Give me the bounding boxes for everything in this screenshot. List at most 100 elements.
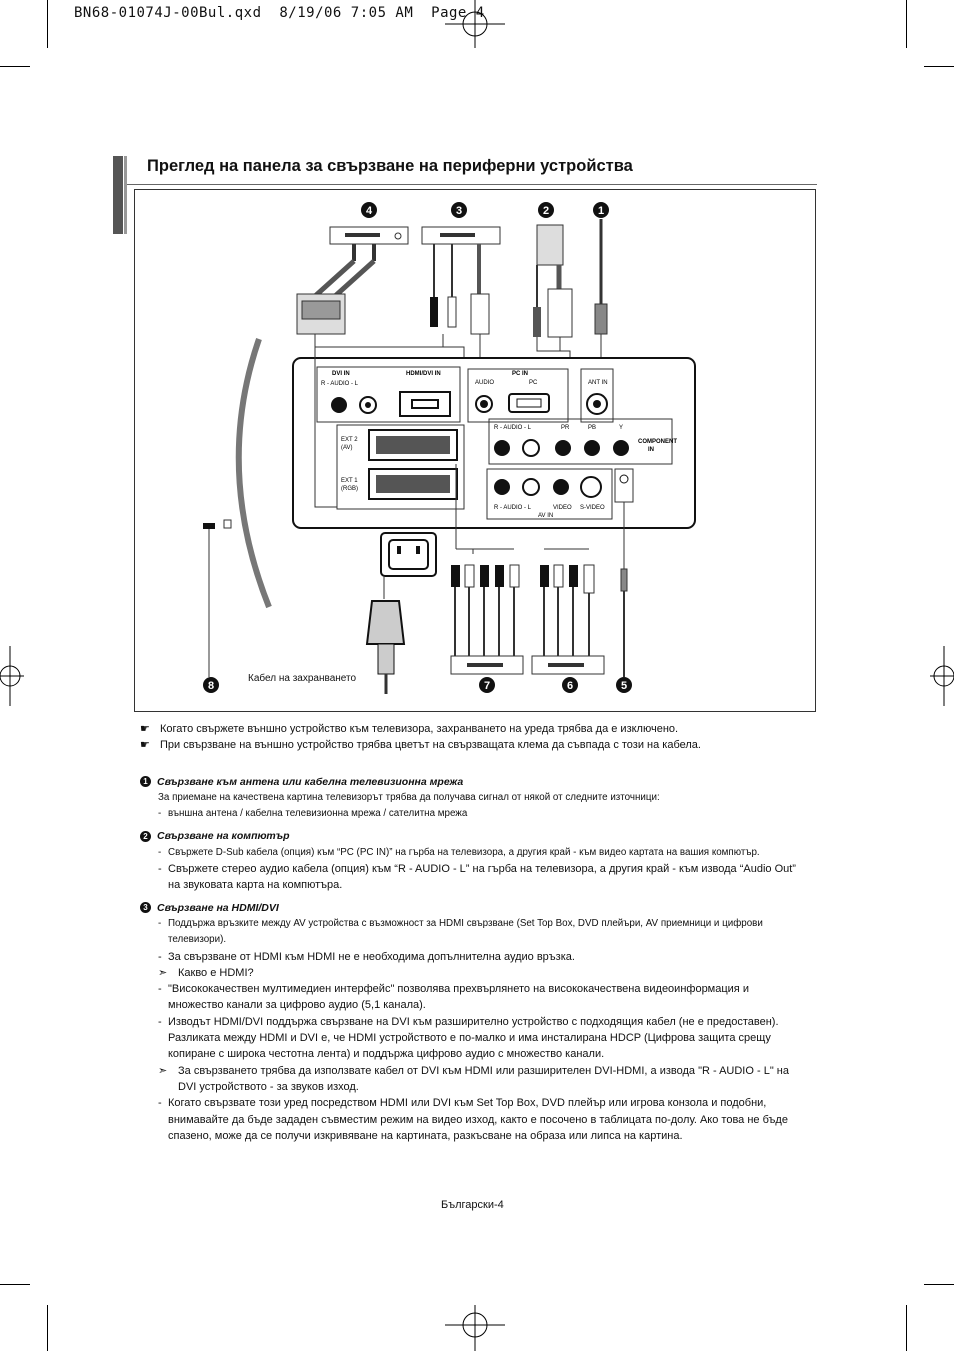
list-item-text: Свържете D-Sub кабела (опция) към “PC (P…	[168, 846, 760, 858]
svg-text:4: 4	[366, 205, 373, 217]
svg-text:EXT 1: EXT 1	[341, 478, 358, 484]
page-footer: Български-4	[441, 1199, 504, 1211]
callout-2: 2	[538, 202, 554, 218]
arrow-note: ➣ За свързването трябва да използвате каб…	[140, 1063, 800, 1096]
callout-7: 7	[479, 677, 495, 693]
svg-text:PC IN: PC IN	[512, 371, 528, 377]
instructions: ☛ Когато свържете външно устройство към …	[140, 721, 800, 1144]
note-text: Когато свържете външно устройство към те…	[160, 723, 679, 735]
pointing-hand-icon: ☛	[140, 739, 150, 752]
arrow-note-text: За свързването трябва да използвате кабе…	[178, 1064, 789, 1093]
note-text: При свързване на външно устройство трябв…	[160, 739, 701, 752]
svg-text:8: 8	[208, 680, 214, 692]
svg-text:HDMI/DVI IN: HDMI/DVI IN	[406, 371, 441, 377]
section-heading: 1 Свързване към антена или кабелна телев…	[140, 774, 800, 790]
av-cables	[531, 548, 605, 675]
arrow-icon: ➣	[158, 1064, 168, 1077]
section-text: За приемане на качествена картина телеви…	[158, 791, 660, 803]
registration-mark-right	[930, 646, 954, 706]
crop-mark	[906, 1305, 907, 1351]
list-item-text: Поддържа връзките между AV устройства с …	[168, 917, 763, 946]
section-heading: 3 Свързване на HDMI/DVI	[140, 900, 800, 916]
svg-text:DVI IN: DVI IN	[332, 371, 350, 377]
section-hdmi: 3 Свързване на HDMI/DVI -Поддържа връзки…	[140, 900, 800, 1144]
list-item: -Когато свързвате този уред посредством …	[140, 1095, 800, 1144]
note-item: ☛ При свързване на външно устройство тря…	[140, 737, 800, 753]
section-number: 1	[140, 776, 151, 788]
svg-text:Y: Y	[619, 425, 623, 431]
crop-mark	[924, 66, 954, 67]
svg-text:COMPONENT: COMPONENT	[638, 439, 677, 445]
pc-in-group: PC IN AUDIO PC	[467, 368, 569, 423]
list-item: -външна антена / кабелна телевизионна мр…	[140, 806, 800, 822]
title-accent-bar-light	[124, 156, 127, 234]
device-scart-box	[296, 226, 409, 335]
svg-text:AV IN: AV IN	[538, 513, 553, 519]
svg-text:2: 2	[543, 205, 549, 217]
svg-text:7: 7	[484, 680, 490, 692]
page-title: Преглед на панела за свързване на перифе…	[147, 157, 633, 175]
svg-text:PB: PB	[588, 425, 596, 431]
list-item-text: Когато свързвате този уред посредством H…	[168, 1097, 788, 1142]
ext-scart-group: EXT 2 (AV) EXT 1 (RGB)	[336, 424, 465, 510]
antenna-cable	[594, 219, 608, 335]
svg-text:R - AUDIO - L: R - AUDIO - L	[494, 505, 532, 511]
list-item: -Поддържа връзките между AV устройства с…	[140, 916, 800, 949]
section-antenna: 1 Свързване към антена или кабелна телев…	[140, 774, 800, 823]
power-cable-label: Кабел на захранването	[248, 673, 357, 684]
device-hdmi-box	[421, 226, 501, 335]
crop-mark	[47, 1305, 48, 1351]
crop-mark	[924, 1284, 954, 1285]
arrow-note: ➣ Какво е HDMI?	[140, 965, 800, 981]
svg-text:(AV): (AV)	[341, 445, 353, 451]
section-pc: 2 Свързване на компютър -Свържете D-Sub …	[140, 828, 800, 893]
list-item: -Изводът HDMI/DVI поддържа свързване на …	[140, 1014, 800, 1063]
title-rule	[127, 184, 817, 185]
registration-mark-top	[445, 0, 505, 48]
title-accent-bar	[113, 156, 123, 234]
arrow-icon: ➣	[158, 966, 168, 979]
list-item-text: външна антена / кабелна телевизионна мре…	[168, 808, 468, 820]
svg-text:EXT 2: EXT 2	[341, 437, 358, 443]
svg-text:R - AUDIO - L: R - AUDIO - L	[321, 381, 359, 387]
power-plug	[365, 600, 406, 694]
list-item: -"Висококачествен мултимедиен интерфейс"…	[140, 981, 800, 1014]
crop-mark	[0, 1284, 30, 1285]
section-title: Свързване на HDMI/DVI	[157, 901, 279, 914]
file-slug: BN68-01074J-00Bul.qxd 8/19/06 7:05 AM Pa…	[74, 5, 485, 21]
list-item-text: За свързване от HDMI към HDMI не е необх…	[168, 950, 575, 963]
svg-text:(RGB): (RGB)	[341, 486, 358, 492]
list-item: -За свързване от HDMI към HDMI не е необ…	[140, 949, 800, 965]
callout-3: 3	[451, 202, 467, 218]
crop-mark	[0, 66, 30, 67]
note-item: ☛ Когато свържете външно устройство към …	[140, 721, 800, 737]
svg-text:VIDEO: VIDEO	[553, 505, 572, 511]
section-number: 3	[140, 902, 151, 914]
list-item-text: "Висококачествен мултимедиен интерфейс" …	[168, 983, 749, 1012]
svg-text:PR: PR	[561, 425, 570, 431]
section-number: 2	[140, 831, 151, 843]
list-item-text: Свържете стерео аудио кабела (опция) към…	[168, 863, 796, 892]
ant-in-group: ANT IN	[580, 368, 614, 423]
power-socket	[380, 532, 437, 577]
diagram-frame	[134, 189, 816, 712]
component-in-group: R - AUDIO - L PR PB Y COMPONENT IN	[488, 418, 677, 465]
arrow-note-text: Какво е HDMI?	[178, 966, 254, 979]
connection-panel-diagram: 4 3 2 1	[203, 202, 696, 694]
callout-1: 1	[593, 202, 609, 218]
svg-text:PC: PC	[529, 380, 538, 386]
svg-text:IN: IN	[648, 447, 654, 453]
svg-text:6: 6	[567, 680, 573, 692]
dvi-hdmi-group: DVI IN R - AUDIO - L HDMI/DVI IN	[316, 366, 461, 423]
registration-mark-bottom	[445, 1305, 505, 1351]
pointing-hand-icon: ☛	[140, 723, 150, 735]
svg-text:S-VIDEO: S-VIDEO	[580, 505, 605, 511]
callout-8: 8	[203, 677, 219, 693]
section-title: Свързване към антена или кабелна телевиз…	[157, 775, 464, 788]
list-item: -Свържете D-Sub кабела (опция) към “PC (…	[140, 845, 800, 861]
component-cables	[450, 464, 524, 675]
svg-text:5: 5	[621, 680, 627, 692]
svg-text:3: 3	[456, 205, 462, 217]
callout-4: 4	[361, 202, 377, 218]
callout-6: 6	[562, 677, 578, 693]
